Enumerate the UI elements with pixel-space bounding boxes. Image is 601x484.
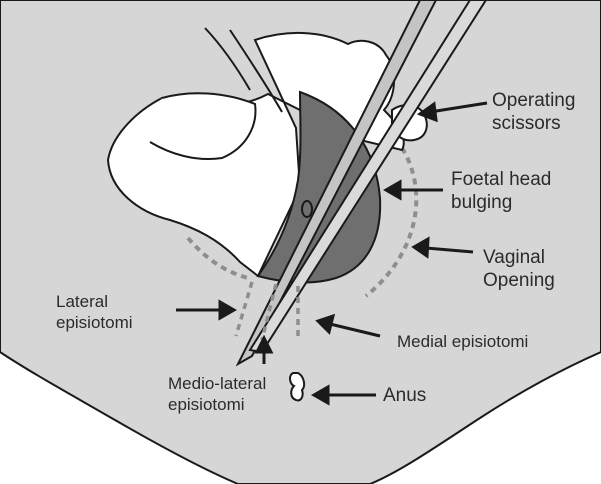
label-vaginal-opening-line2: Opening bbox=[483, 269, 555, 292]
label-medio-lateral-episiotomi: Medio-lateral episiotomi bbox=[168, 373, 266, 415]
label-medio-lateral-line2: episiotomi bbox=[168, 394, 266, 415]
label-operating-scissors-line2: scissors bbox=[492, 112, 575, 135]
label-vaginal-opening-line1: Vaginal bbox=[483, 246, 555, 269]
label-anus: Anus bbox=[383, 384, 426, 407]
label-lateral-episiotomi: Lateral episiotomi bbox=[56, 291, 133, 333]
label-anus-text: Anus bbox=[383, 384, 426, 407]
label-vaginal-opening: Vaginal Opening bbox=[483, 246, 555, 292]
label-medial-episiotomi-text: Medial episiotomi bbox=[397, 331, 528, 352]
label-medial-episiotomi: Medial episiotomi bbox=[397, 331, 528, 352]
label-foetal-head: Foetal head bulging bbox=[451, 168, 551, 214]
label-lateral-episiotomi-line2: episiotomi bbox=[56, 312, 133, 333]
label-foetal-head-line1: Foetal head bbox=[451, 168, 551, 191]
label-lateral-episiotomi-line1: Lateral bbox=[56, 291, 133, 312]
label-medio-lateral-line1: Medio-lateral bbox=[168, 373, 266, 394]
anus-shape bbox=[290, 373, 304, 400]
label-operating-scissors: Operating scissors bbox=[492, 89, 575, 135]
label-foetal-head-line2: bulging bbox=[451, 191, 551, 214]
label-operating-scissors-line1: Operating bbox=[492, 89, 575, 112]
